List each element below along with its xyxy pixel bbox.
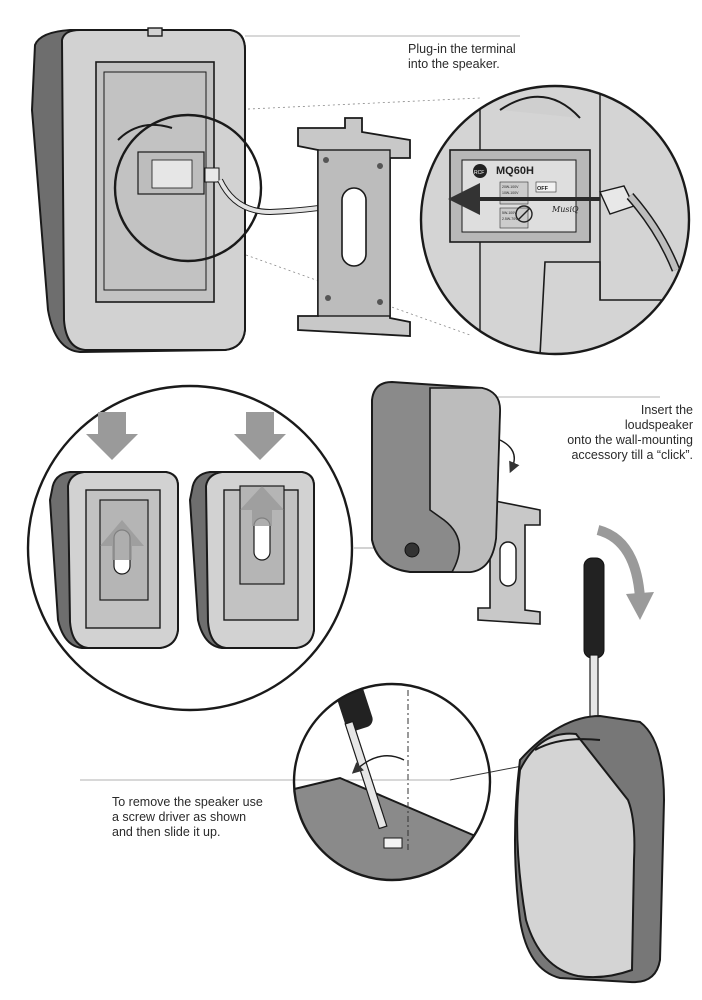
step-1-caption: Plug-in the terminal into the speaker.: [408, 42, 516, 71]
speaker-front-view: [514, 714, 666, 984]
speaker-on-bracket: [371, 380, 541, 625]
down-arrow-left: [86, 412, 138, 460]
brand-mark: RCF: [474, 170, 484, 176]
curved-arrow: [596, 525, 645, 599]
signature-logo: MusiQ: [551, 205, 579, 214]
tap-label-3: 5W-100V: [502, 211, 517, 215]
up-arrow-left: [100, 520, 144, 560]
step-3-caption: To remove the speaker use a screw driver…: [112, 795, 263, 839]
switch-label: OFF: [537, 186, 549, 192]
speaker-before-snap: [48, 412, 179, 649]
up-arrow-right: [240, 486, 284, 526]
zoom-circle-small: [113, 113, 263, 263]
tap-label-1: 20W-100V: [502, 185, 519, 189]
snap-detail-circle: [26, 384, 354, 712]
speaker-after-snap: [188, 412, 315, 649]
speaker-rear-view: [30, 27, 246, 354]
screwdriver-zoom-detail: [292, 682, 492, 882]
down-arrow-right: [234, 412, 286, 460]
screwdriver: [583, 557, 605, 743]
model-label: MQ60H: [496, 165, 534, 177]
tap-label-4: 2.5W-70V: [502, 217, 518, 221]
rotate-arrow: [499, 439, 520, 474]
wall-mounting-bracket: [297, 117, 411, 337]
tap-label-2: 10W-100V: [502, 191, 519, 195]
step-2-caption: Insert the loudspeaker onto the wall-mou…: [567, 403, 693, 462]
terminal-zoom-detail: MQ60H RCF OFF 20W-100V 10W-100V 5W-100V …: [419, 84, 691, 356]
zoom-leader-top: [227, 97, 481, 111]
